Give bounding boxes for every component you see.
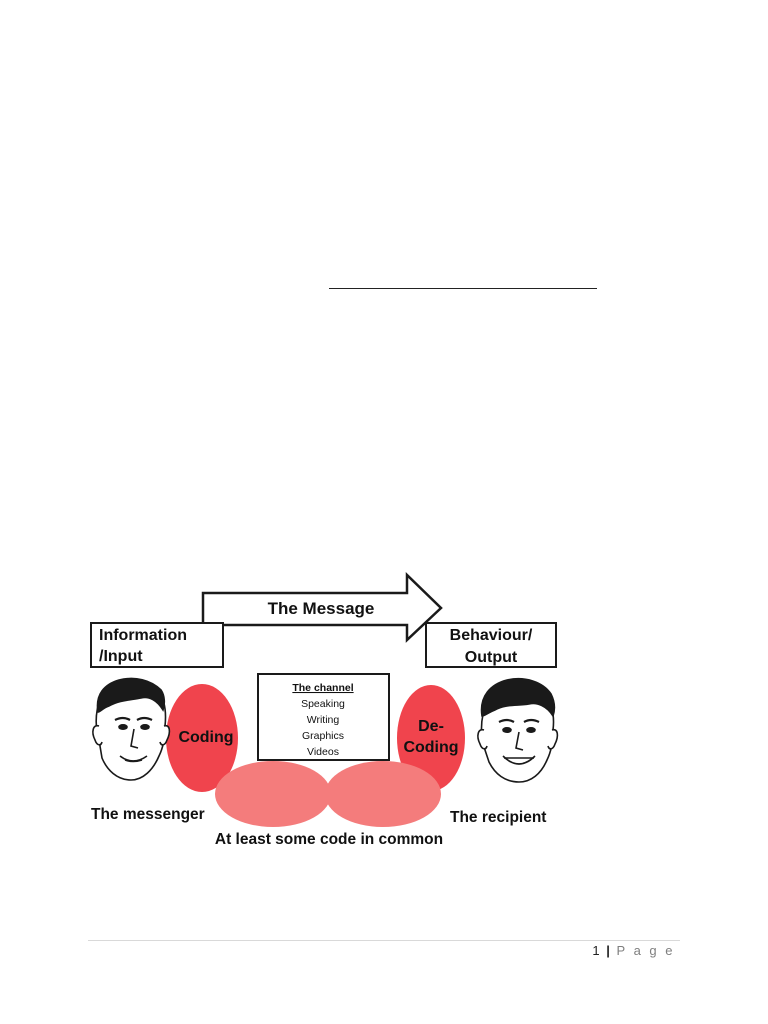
communication-diagram-svg: The Message Information /Input Behaviour… — [90, 572, 559, 848]
page-footer: 1 | P a g e — [592, 943, 675, 958]
messenger-label: The messenger — [91, 806, 205, 823]
coding-ellipse — [166, 684, 238, 792]
behaviour-output-box — [425, 622, 557, 668]
page-number: 1 — [592, 943, 600, 958]
common-code-ellipse-right — [325, 761, 441, 827]
channel-item-writing: Writing — [307, 714, 340, 726]
common-code-label: At least some code in common — [215, 831, 443, 848]
decoding-label-line1: De- — [418, 718, 444, 735]
channel-title: The channel — [292, 682, 353, 694]
footer-divider — [88, 940, 680, 941]
common-code-ellipse-left — [215, 761, 331, 827]
message-label: The Message — [268, 599, 375, 618]
recipient-face-icon — [477, 678, 559, 783]
channel-item-graphics: Graphics — [302, 730, 344, 742]
page-word: P a g e — [616, 943, 675, 958]
information-input-label-line1: Information — [99, 627, 187, 644]
coding-label: Coding — [178, 729, 233, 746]
recipient-label: The recipient — [450, 809, 546, 826]
behaviour-output-label-line1: Behaviour/ — [450, 627, 533, 644]
decoding-ellipse — [397, 685, 465, 791]
channel-box — [257, 673, 390, 761]
page-separator: | — [606, 943, 610, 958]
messenger-face-icon — [92, 677, 171, 781]
channel-item-speaking: Speaking — [301, 698, 345, 710]
channel-item-videos: Videos — [307, 746, 339, 758]
decoding-label-line2: Coding — [403, 739, 458, 756]
information-input-label-line2: /Input — [99, 648, 143, 665]
information-input-box — [90, 622, 224, 668]
message-arrow — [201, 572, 443, 643]
behaviour-output-label-line2: Output — [465, 649, 518, 666]
communication-diagram: The Message Information /Input Behaviour… — [85, 570, 565, 855]
title-underline — [329, 288, 597, 289]
